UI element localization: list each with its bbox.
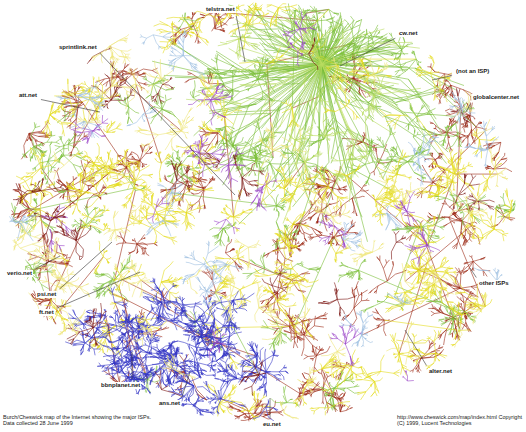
network-links [16,3,513,421]
map-caption: http://www.cheswick.com/map/index.html C… [396,414,524,427]
isp-label: bbnplanet.net [100,382,141,389]
leader-line [41,100,100,112]
isp-label: sprintlink.net [58,44,98,51]
map-caption: Burch/Cheswick map of the Internet showi… [2,414,154,427]
leader-line [57,272,140,308]
leader-line [132,352,133,379]
leader-line [470,268,476,278]
isp-label: telstra.net [205,6,236,13]
leader-line [432,76,452,80]
network-links [11,8,515,422]
network-links [13,34,509,419]
network-links [12,4,516,411]
leader-line [236,16,245,62]
network-links [41,11,440,381]
isp-label: att.net [18,92,38,99]
leader-line [270,398,271,418]
leader-line [100,53,235,195]
isp-label: cw.net [398,30,418,37]
isp-label: (not an ISP) [455,68,490,75]
isp-label: alter.net [428,368,453,375]
leader-line [340,38,395,66]
isp-label: ft.net [38,309,55,316]
isp-label: globalcenter.net [472,94,520,101]
leader-line [466,104,471,112]
isp-label: eu.net [262,421,282,428]
isp-label: ans.net [158,400,181,407]
network-links [65,278,288,421]
isp-label: verio.net [6,270,33,277]
leader-line [405,330,426,365]
leader-line [182,372,190,397]
isp-label: other ISPs [478,280,510,287]
isp-label: psi.net [36,291,57,298]
network-links [9,30,502,347]
leader-line [60,242,112,289]
leader-line [36,256,60,269]
